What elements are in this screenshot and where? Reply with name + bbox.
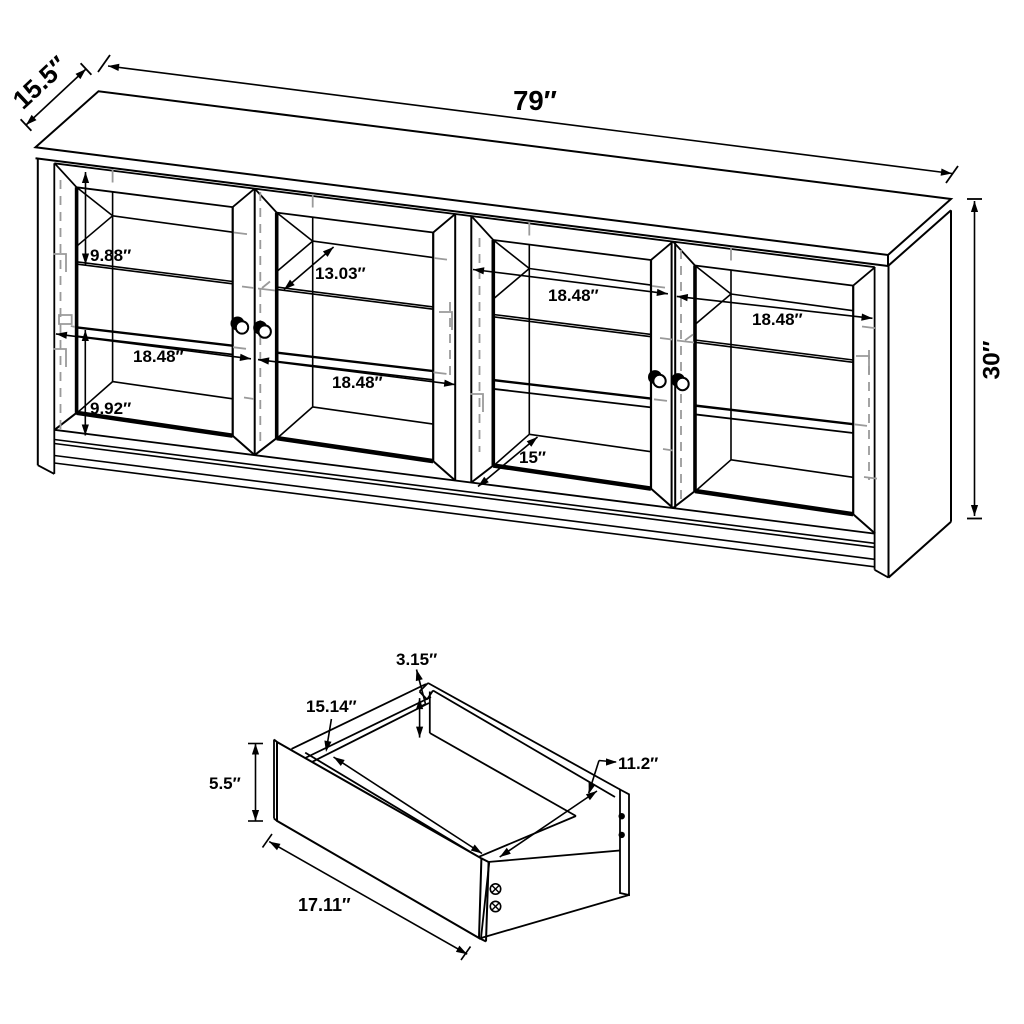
svg-text:79″: 79″ xyxy=(513,85,557,116)
svg-text:9.88″: 9.88″ xyxy=(90,246,131,265)
svg-text:3.15″: 3.15″ xyxy=(396,650,437,669)
svg-text:18.48″: 18.48″ xyxy=(332,373,383,392)
svg-text:13.03″: 13.03″ xyxy=(315,264,366,283)
svg-text:17.11″: 17.11″ xyxy=(298,895,351,915)
svg-text:11.2″: 11.2″ xyxy=(618,754,658,773)
svg-text:15.14″: 15.14″ xyxy=(306,697,357,716)
svg-text:18.48″: 18.48″ xyxy=(752,310,803,329)
svg-text:30″: 30″ xyxy=(979,340,1006,379)
svg-text:15″: 15″ xyxy=(519,448,546,467)
svg-text:5.5″: 5.5″ xyxy=(209,774,241,793)
svg-text:18.48″: 18.48″ xyxy=(548,286,599,305)
svg-text:9.92″: 9.92″ xyxy=(90,399,131,418)
svg-text:18.48″: 18.48″ xyxy=(133,347,184,366)
